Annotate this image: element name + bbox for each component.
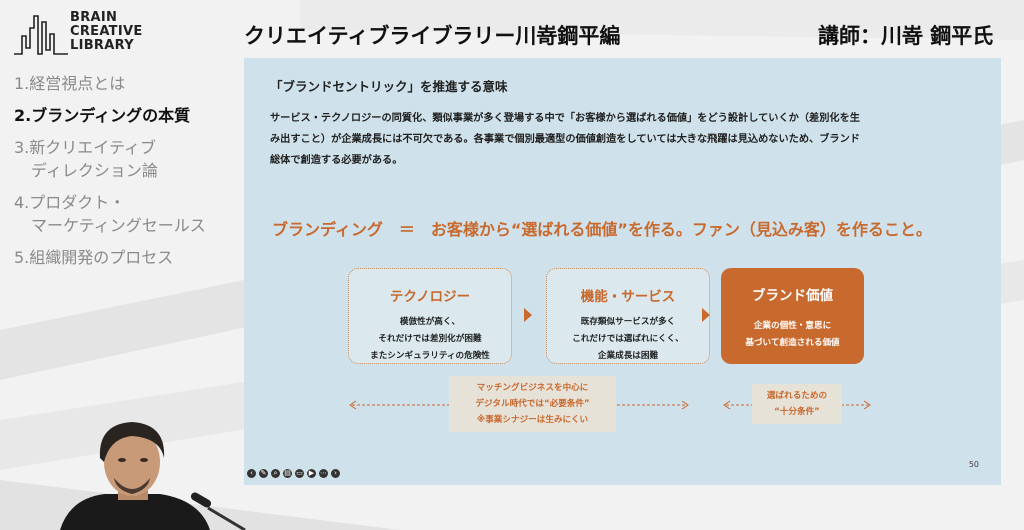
brain-creative-library-logo <box>12 10 172 60</box>
chapter-item-2[interactable]: 2.ブランディングの本質 <box>14 104 234 127</box>
box-line: 基づいて創造される価値 <box>745 338 840 348</box>
box-body: 模倣性が高く、 それだけでは差別化が困難 またシンギュラリティの危険性 <box>349 314 511 365</box>
note-line: マッチングビジネスを中心に <box>476 383 589 393</box>
chapter-item-5[interactable]: 5.組織開発のプロセス <box>14 246 234 269</box>
chapter-label-line2: マーケティングセールス <box>31 216 206 235</box>
video-icon[interactable]: ▶ <box>307 469 316 478</box>
slide-toolbar: ‹ ✎ ⌕ ▤ ▭ ▶ ⋯ › <box>247 469 340 481</box>
box-title: 機能・サービス <box>580 289 676 305</box>
function-service-box: 機能・サービス 既存類似サービスが多く これだけでは選ばれにくく、 企業成長は困… <box>546 268 710 364</box>
box-line: 企業の個性・意思に <box>753 321 832 331</box>
arrow-right-icon <box>702 308 710 322</box>
logo-text: BRAIN CREATIVE LIBRARY <box>70 11 143 53</box>
logo-line-3: LIBRARY <box>70 38 134 53</box>
chapter-list: 1.経営視点とは 2.ブランディングの本質 3.新クリエイティブ ディレクション… <box>14 72 234 278</box>
box-line: またシンギュラリティの危険性 <box>370 351 490 361</box>
box-title: ブランド価値 <box>752 288 833 304</box>
logo-line-2: CREATIVE <box>70 24 143 39</box>
sufficient-condition-note: 選ばれるための “十分条件” <box>752 384 842 424</box>
chapter-label: 5.組織開発のプロセス <box>14 248 174 267</box>
back-icon[interactable]: ‹ <box>247 469 256 478</box>
box-title: テクノロジー <box>389 289 471 305</box>
slide-heading: 「ブランドセントリック」を推進する意味 <box>270 79 508 94</box>
slide-paragraph: サービス・テクノロジーの同質化、類似事業が多く登場する中で「お客様から選ばれる価… <box>270 108 970 171</box>
box-line: 企業成長は困難 <box>597 351 659 361</box>
chapter-item-4[interactable]: 4.プロダクト・ マーケティングセールス <box>14 191 234 237</box>
series-title: クリエイティブライブラリー川嵜鋼平編 <box>244 24 621 48</box>
chapter-label: 2.ブランディングの本質 <box>14 106 191 125</box>
note-line: ※事業シナジーは生みにくい <box>476 415 589 425</box>
box-body: 企業の個性・意思に 基づいて創造される価値 <box>721 318 864 352</box>
arrow-right-icon <box>524 308 532 322</box>
necessary-condition-note: マッチングビジネスを中心に デジタル時代では“必要条件” ※事業シナジーは生みに… <box>449 376 616 432</box>
logo-mark-icon <box>14 15 68 55</box>
zoom-icon[interactable]: ⌕ <box>271 469 280 478</box>
box-line: それだけでは差別化が困難 <box>378 334 482 344</box>
logo-line-1: BRAIN <box>70 10 118 25</box>
lecturer-name: 講師：川嵜 鋼平氏 <box>818 24 994 48</box>
paragraph-line: み出すこと）が企業成長には不可欠である。各事業で個別最適型の価値創造をしていては… <box>270 134 860 145</box>
forward-icon[interactable]: › <box>331 469 340 478</box>
paragraph-line: サービス・テクノロジーの同質化、類似事業が多く登場する中で「お客様から選ばれる価… <box>270 113 860 124</box>
box-line: これだけでは選ばれにくく、 <box>572 334 684 344</box>
box-body: 既存類似サービスが多く これだけでは選ばれにくく、 企業成長は困難 <box>547 314 709 365</box>
presentation-slide: 「ブランドセントリック」を推進する意味 サービス・テクノロジーの同質化、類似事業… <box>244 58 1001 485</box>
paragraph-line: 総体で創造する必要がある。 <box>270 155 403 166</box>
note-line: “十分条件” <box>774 407 820 417</box>
box-line: 既存類似サービスが多く <box>580 317 676 327</box>
technology-box: テクノロジー 模倣性が高く、 それだけでは差別化が困難 またシンギュラリティの危… <box>348 268 512 364</box>
branding-tagline: ブランディング ＝ お客様から“選ばれる価値”を作る。ファン（見込み客）を作るこ… <box>272 220 932 239</box>
brand-value-box: ブランド価値 企業の個性・意思に 基づいて創造される価値 <box>721 268 864 364</box>
chapter-item-1[interactable]: 1.経営視点とは <box>14 72 234 95</box>
note-line: 選ばれるための <box>766 391 828 401</box>
presenter-video <box>60 422 246 530</box>
more-icon[interactable]: ⋯ <box>319 469 328 478</box>
box-line: 模倣性が高く、 <box>399 317 461 327</box>
slide-page-number: 50 <box>968 460 979 469</box>
note-line: デジタル時代では“必要条件” <box>475 399 590 409</box>
chapter-label: 1.経営視点とは <box>14 74 126 93</box>
chapter-label: 3.新クリエイティブ <box>14 138 156 157</box>
pen-icon[interactable]: ✎ <box>259 469 268 478</box>
chapter-label-line2: ディレクション論 <box>31 161 158 180</box>
slides-icon[interactable]: ▤ <box>283 469 292 478</box>
chapter-label: 4.プロダクト・ <box>14 193 126 212</box>
chapter-item-3[interactable]: 3.新クリエイティブ ディレクション論 <box>14 136 234 182</box>
caption-icon[interactable]: ▭ <box>295 469 304 478</box>
